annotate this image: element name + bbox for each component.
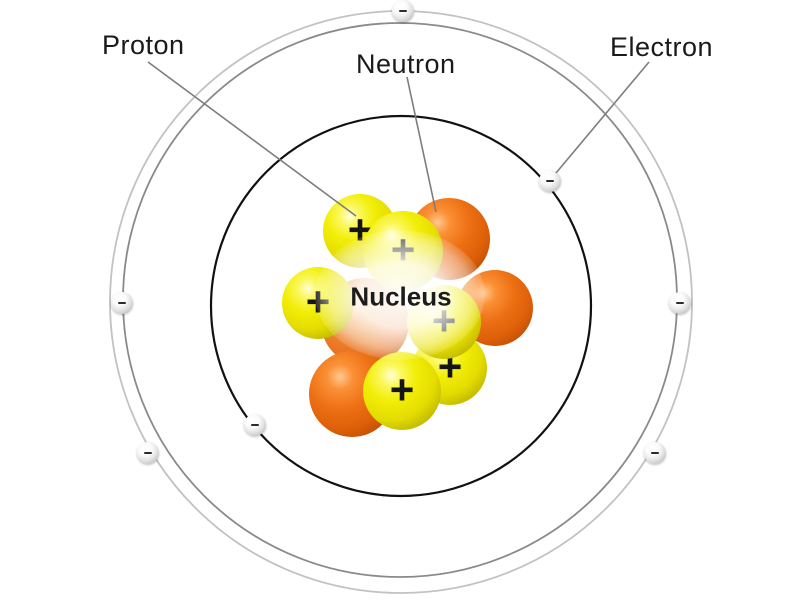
proton-leader-line [147, 61, 357, 217]
neutron-sphere [309, 351, 395, 437]
minus-icon [251, 423, 259, 427]
minus-icon [399, 9, 407, 13]
electron-sphere [137, 442, 159, 464]
minus-icon [676, 301, 684, 305]
minus-icon [546, 179, 554, 183]
proton-label: Proton [102, 30, 185, 60]
electron-label: Electron [610, 32, 714, 62]
minus-icon [651, 451, 659, 455]
electron-sphere [539, 170, 561, 192]
plus-icon: + [389, 365, 415, 413]
electron-sphere [392, 0, 414, 22]
nucleus-label: Nucleus [350, 281, 452, 312]
electron-sphere [644, 442, 666, 464]
electron-sphere [669, 292, 691, 314]
electron-sphere [244, 414, 266, 436]
minus-icon [144, 451, 152, 455]
neutron-leader-line [406, 76, 437, 213]
neutron-label: Neutron [356, 49, 456, 79]
electron-sphere [111, 292, 133, 314]
plus-icon: + [437, 342, 463, 390]
electron-leader-line [555, 61, 650, 174]
minus-icon [118, 301, 126, 305]
proton-sphere: + [363, 352, 441, 430]
